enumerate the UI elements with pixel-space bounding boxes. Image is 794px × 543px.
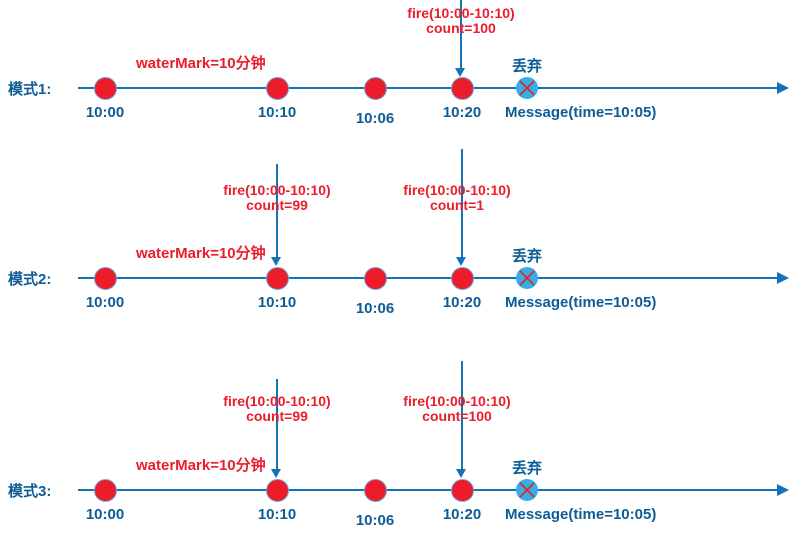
mode-2-timeline: [78, 277, 778, 279]
mode-2-label: 模式2:: [8, 271, 52, 288]
mode-3-fire-arrow-line-2: [461, 361, 463, 470]
mode-3-timeline-arrowhead-icon: [777, 484, 789, 496]
event-time-label: 10:06: [355, 300, 395, 317]
mode-3-fire-annotation-1: fire(10:00-10:10) count=99: [223, 394, 330, 424]
mode-1-watermark-label: waterMark=10分钟: [136, 55, 266, 72]
event-dot-10-00: [94, 479, 117, 502]
event-dot-10-06: [364, 77, 387, 100]
mode-3-fire-arrowhead-icon-2: [456, 469, 466, 478]
event-time-label: 10:10: [257, 294, 297, 311]
mode-3-timeline: [78, 489, 778, 491]
x-cross-icon: [519, 482, 535, 498]
mode-2-watermark-label: waterMark=10分钟: [136, 245, 266, 262]
mode-2-message-label: Message(time=10:05): [505, 294, 657, 311]
event-time-label: 10:20: [442, 294, 482, 311]
fire-count-text: count=100: [422, 408, 492, 424]
event-time-label: 10:00: [85, 294, 125, 311]
mode-3-fire-arrowhead-icon: [271, 469, 281, 478]
mode-2-fire-arrowhead-icon-2: [456, 257, 466, 266]
fire-window-text: fire(10:00-10:10): [403, 182, 511, 198]
mode-3-fire-arrow-line: [276, 379, 278, 470]
mode-2-fire-annotation-1: fire(10:00-10:10) count=99: [223, 183, 330, 213]
mode-2-fire-arrow-line-2: [461, 149, 463, 258]
mode-2-timeline-arrowhead-icon: [777, 272, 789, 284]
mode-2-discard-label: 丢弃: [511, 248, 543, 265]
fire-window-text: fire(10:00-10:10): [407, 5, 515, 21]
event-dot-10-06: [364, 267, 387, 290]
fire-window-text: fire(10:00-10:10): [223, 393, 331, 409]
x-cross-icon: [519, 80, 535, 96]
mode-3-watermark-label: waterMark=10分钟: [136, 457, 266, 474]
x-cross-icon: [519, 270, 535, 286]
discarded-message-icon: [516, 77, 538, 99]
fire-window-text: fire(10:00-10:10): [223, 182, 331, 198]
mode-3-message-label: Message(time=10:05): [505, 506, 657, 523]
event-time-label: 10:06: [355, 110, 395, 127]
event-time-label: 10:10: [257, 506, 297, 523]
mode-1-discard-label: 丢弃: [511, 58, 543, 75]
event-time-label: 10:00: [85, 506, 125, 523]
event-dot-10-20: [451, 479, 474, 502]
mode-1-label: 模式1:: [8, 81, 52, 98]
mode-3-fire-annotation-2: fire(10:00-10:10) count=100: [403, 394, 510, 424]
event-time-label: 10:20: [442, 104, 482, 121]
event-dot-10-06: [364, 479, 387, 502]
mode-1-fire-arrowhead-icon: [455, 68, 465, 77]
mode-1-fire-annotation: fire(10:00-10:10) count=100: [407, 6, 514, 36]
event-dot-10-00: [94, 77, 117, 100]
mode-3-discard-label: 丢弃: [511, 460, 543, 477]
mode-3-label: 模式3:: [8, 483, 52, 500]
fire-count-text: count=100: [426, 20, 496, 36]
mode-1-timeline: [78, 87, 778, 89]
mode-2-fire-annotation-2: fire(10:00-10:10) count=1: [403, 183, 510, 213]
mode-1-fire-arrow-line: [460, 0, 462, 68]
fire-window-text: fire(10:00-10:10): [403, 393, 511, 409]
event-time-label: 10:20: [442, 506, 482, 523]
mode-2-fire-arrow-line: [276, 164, 278, 258]
fire-count-text: count=1: [429, 197, 485, 213]
fire-count-text: count=99: [246, 408, 308, 424]
discarded-message-icon: [516, 479, 538, 501]
mode-1-timeline-arrowhead-icon: [777, 82, 789, 94]
event-dot-10-00: [94, 267, 117, 290]
event-time-label: 10:00: [85, 104, 125, 121]
event-dot-10-10: [266, 479, 289, 502]
event-dot-10-10: [266, 77, 289, 100]
mode-2-fire-arrowhead-icon: [271, 257, 281, 266]
event-dot-10-10: [266, 267, 289, 290]
event-time-label: 10:10: [257, 104, 297, 121]
fire-count-text: count=99: [246, 197, 308, 213]
event-dot-10-20: [451, 77, 474, 100]
mode-1-message-label: Message(time=10:05): [505, 104, 657, 121]
event-time-label: 10:06: [355, 512, 395, 529]
discarded-message-icon: [516, 267, 538, 289]
event-dot-10-20: [451, 267, 474, 290]
